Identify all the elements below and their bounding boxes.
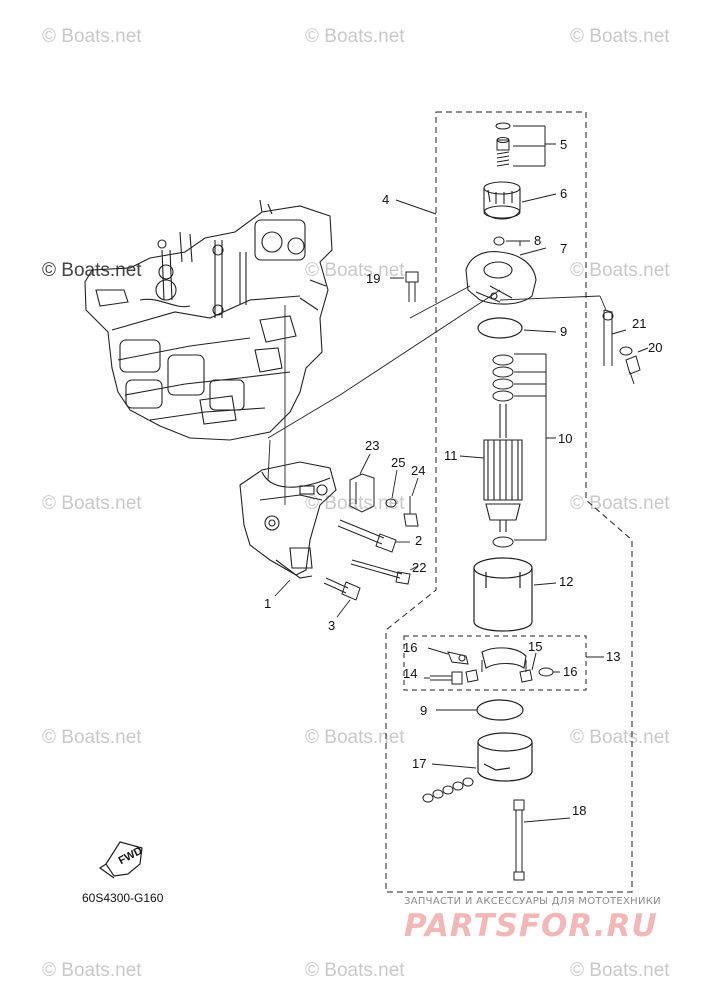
callout-10: 10 — [558, 431, 573, 446]
callout-2: 2 — [415, 533, 423, 548]
engine-block — [84, 199, 333, 441]
callout-25: 25 — [391, 455, 406, 470]
bolt-part-19 — [405, 271, 419, 302]
callout-12: 12 — [559, 574, 574, 589]
callout-7: 7 — [560, 241, 568, 256]
end-cap-part-17 — [477, 732, 533, 782]
diagram-code: 60S4300-G160 — [82, 891, 164, 905]
callout-3: 3 — [328, 618, 336, 633]
watermark: © Boats.net — [570, 493, 670, 514]
callout-6: 6 — [560, 186, 568, 201]
starter-assembly-boundary — [385, 111, 633, 893]
callout-21: 21 — [632, 316, 647, 331]
callout-22: 22 — [412, 560, 427, 575]
callout-24: 24 — [411, 463, 426, 478]
callout-14: 14 — [403, 666, 418, 681]
callout-19: 19 — [366, 271, 381, 286]
pinion-part-6 — [483, 181, 521, 220]
watermark: © Boats.net — [305, 960, 405, 981]
fwd-arrow-icon — [98, 841, 143, 879]
plate-part-23 — [349, 473, 375, 513]
rod-part-22 — [350, 559, 411, 585]
partsfor-logo: PARTSFOR.RU — [404, 908, 658, 944]
bolt-part-2 — [337, 519, 397, 553]
brush-holder-boundary — [403, 635, 587, 691]
watermark: © Boats.net — [305, 260, 405, 281]
watermark: © Boats.net — [570, 727, 670, 748]
partsfor-tagline: ЗАПЧАСТИ И АКСЕССУАРЫ ДЛЯ МОТОТЕХНИКИ — [404, 896, 661, 907]
watermark: © Boats.net — [42, 960, 142, 981]
callout-5: 5 — [560, 137, 568, 152]
watermark: © Boats.net — [570, 260, 670, 281]
callout-11: 11 — [444, 448, 458, 463]
callout-8: 8 — [534, 233, 542, 248]
bracket-part-1 — [239, 461, 337, 579]
callout-20: 20 — [648, 340, 663, 355]
callout-1: 1 — [264, 596, 272, 611]
armature-part-11 — [483, 404, 523, 532]
cable-part-21 — [602, 309, 633, 366]
callout-16-left: 16 — [403, 640, 418, 655]
callout-13: 13 — [606, 649, 621, 664]
through-bolt-part-18 — [513, 799, 525, 881]
watermark: © Boats.net — [42, 26, 142, 47]
watermark: © Boats.net — [305, 26, 405, 47]
callout-15: 15 — [528, 639, 543, 654]
watermark: © Boats.net — [305, 493, 405, 514]
watermark: © Boats.net — [570, 26, 670, 47]
screw-part-24 — [403, 496, 419, 527]
screw-part-20 — [625, 355, 641, 385]
callout-4: 4 — [382, 192, 390, 207]
end-cover-part-7 — [465, 251, 537, 305]
callout-9-upper: 9 — [560, 324, 568, 339]
watermark: © Boats.net — [42, 727, 142, 748]
watermark: © Boats.net — [305, 727, 405, 748]
bolt-part-3 — [323, 577, 361, 601]
callout-23: 23 — [365, 438, 380, 453]
watermark: © Boats.net — [42, 493, 142, 514]
callout-18: 18 — [572, 803, 587, 818]
watermark: © Boats.net — [570, 960, 670, 981]
yoke-part-12 — [473, 557, 533, 632]
callout-17: 17 — [412, 756, 427, 771]
callout-9-lower: 9 — [420, 703, 428, 718]
callout-16-right: 16 — [563, 664, 578, 679]
